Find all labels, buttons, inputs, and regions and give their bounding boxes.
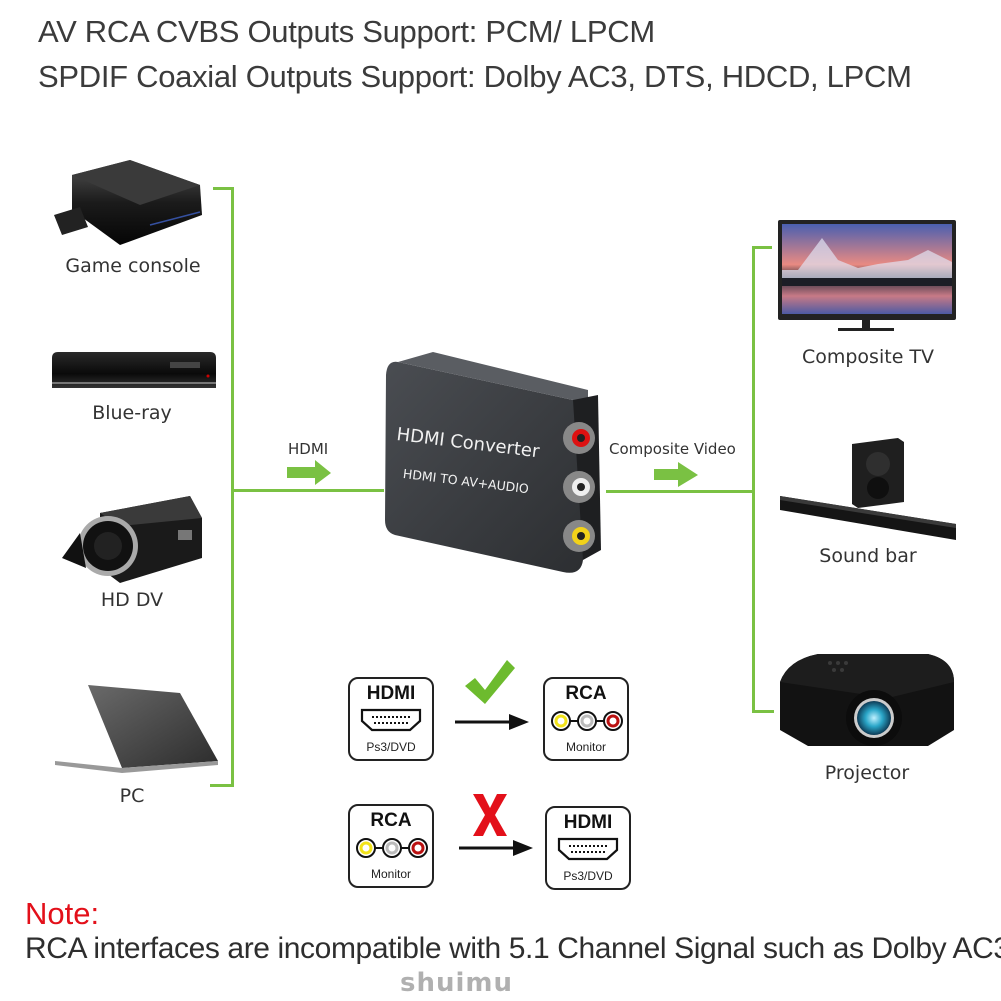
supported-arrow-icon [455, 714, 529, 730]
right-bracket-vertical [752, 246, 755, 713]
output-label-sound-bar: Sound bar [819, 545, 917, 567]
watermark: shuimu [400, 968, 514, 998]
header-line-1: AV RCA CVBS Outputs Support: PCM/ LPCM [38, 14, 655, 49]
output-label-projector: Projector [824, 762, 910, 784]
source-label-bluray: Blue-ray [92, 402, 172, 424]
x-icon [473, 794, 507, 836]
check-icon [465, 660, 515, 704]
hdmi-flow-label: HDMI [288, 440, 329, 458]
note-title: Note: [25, 896, 100, 931]
hdmi-target-card: HDMI Ps3/DVD [545, 806, 631, 890]
laptop-icon [55, 685, 218, 773]
card-title: RCA [370, 810, 412, 831]
bluray-player-icon [52, 352, 216, 388]
input-connector-line [231, 489, 384, 492]
camcorder-icon [62, 496, 202, 583]
output-label-composite-tv: Composite TV [801, 346, 935, 368]
hdmi-converter-device [385, 352, 601, 573]
source-label-game-console: Game console [65, 255, 201, 277]
card-subtitle: Monitor [565, 740, 606, 754]
card-subtitle: Monitor [370, 867, 411, 881]
source-label-pc: PC [119, 785, 145, 807]
hdmi-port-icon [557, 837, 619, 861]
hdmi-port-icon [360, 708, 422, 732]
input-arrow-icon [287, 460, 331, 485]
right-bracket-bottom [752, 710, 774, 713]
source-label-hd-dv: HD DV [100, 589, 164, 611]
output-connector-line [606, 490, 755, 493]
left-bracket-top [213, 187, 234, 190]
card-subtitle: Ps3/DVD [366, 740, 416, 754]
right-bracket-top [752, 246, 772, 249]
tv-icon [778, 220, 956, 331]
card-subtitle: Ps3/DVD [563, 869, 613, 883]
rca-ports-icon [551, 711, 623, 731]
hdmi-source-card: HDMI Ps3/DVD [348, 677, 434, 761]
output-arrow-icon [654, 462, 698, 487]
rca-monitor-card: RCA Monitor [543, 677, 629, 761]
left-bracket-vertical [231, 187, 234, 787]
card-title: HDMI [563, 812, 613, 833]
soundbar-icon [780, 438, 956, 540]
rca-ports-icon [356, 838, 428, 858]
note-text: RCA interfaces are incompatible with 5.1… [25, 932, 1001, 965]
projector-icon [780, 654, 954, 746]
card-title: RCA [565, 683, 607, 704]
card-title: HDMI [366, 683, 416, 704]
header-line-2: SPDIF Coaxial Outputs Support: Dolby AC3… [38, 59, 912, 94]
left-bracket-bottom [210, 784, 234, 787]
unsupported-arrow-icon [459, 840, 533, 856]
composite-video-flow-label: Composite Video [609, 440, 736, 458]
game-console-icon [54, 160, 202, 245]
rca-source-card: RCA Monitor [348, 804, 434, 888]
